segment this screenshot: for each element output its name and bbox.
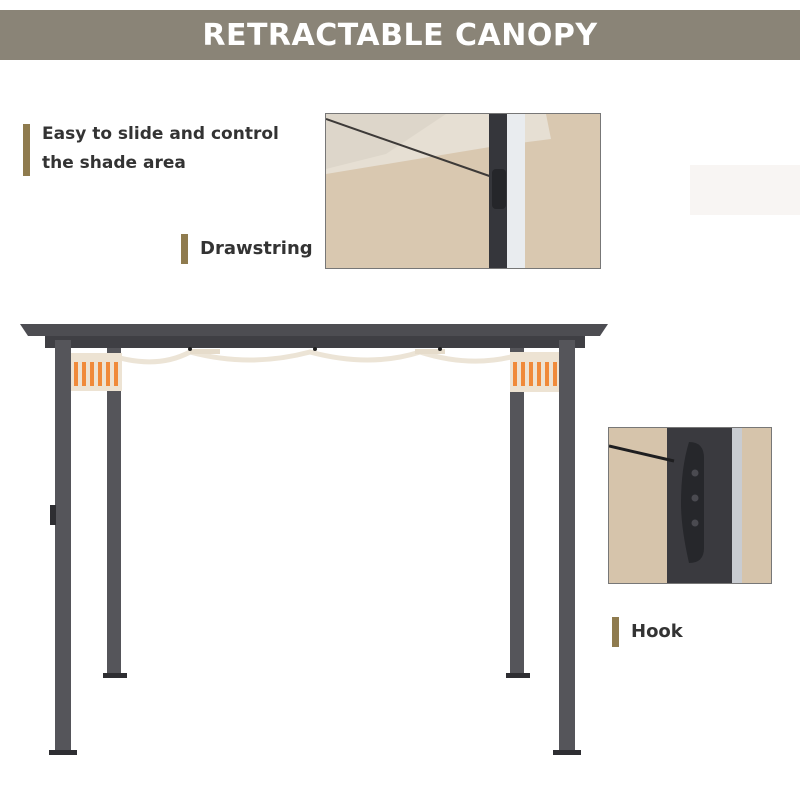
drawstring-illustration	[326, 114, 600, 268]
hook-detail-photo	[608, 427, 772, 584]
drawstring-label: Drawstring	[200, 238, 313, 259]
faint-panel	[690, 165, 800, 215]
back-right-post	[510, 340, 524, 675]
hook-label: Hook	[631, 621, 683, 642]
feature-callout: Easy to slide and control the shade area	[23, 120, 279, 178]
banner-title: RETRACTABLE CANOPY	[202, 17, 598, 53]
back-left-post	[107, 340, 121, 675]
front-right-post	[559, 340, 575, 753]
hook-callout: Hook	[612, 617, 683, 647]
title-banner: RETRACTABLE CANOPY	[0, 10, 800, 60]
feature-line-2: the shade area	[42, 153, 186, 173]
accent-bar	[23, 124, 30, 176]
drawstring-detail-photo	[325, 113, 601, 269]
front-left-post	[55, 340, 71, 753]
drawstring-callout: Drawstring	[181, 234, 313, 264]
feature-line-1: Easy to slide and control	[42, 124, 279, 144]
accent-bar	[612, 617, 619, 647]
accent-bar	[181, 234, 188, 264]
hook-illustration	[609, 428, 771, 583]
